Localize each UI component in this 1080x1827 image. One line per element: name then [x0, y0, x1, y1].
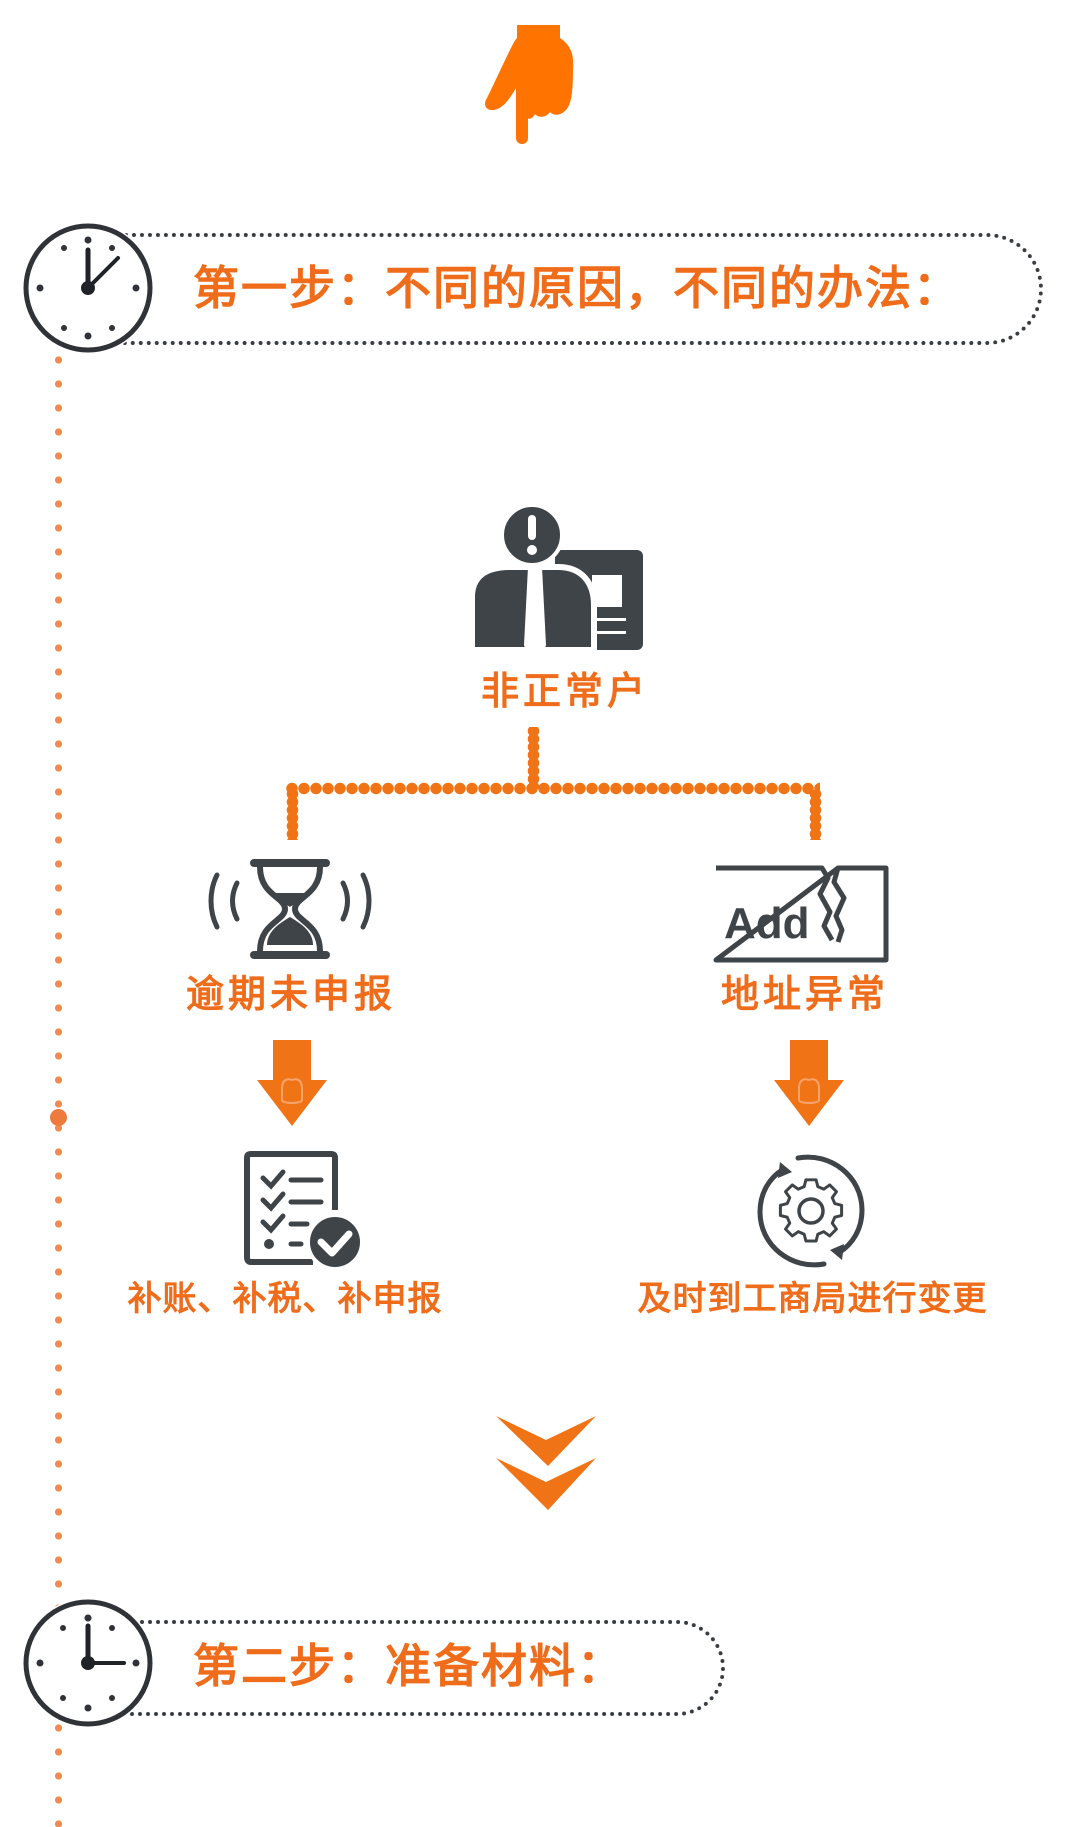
- branch-left-label: 逾期未申报: [185, 972, 396, 1016]
- pointing-down-hand-icon: [485, 25, 574, 144]
- connector-horizontal: [286, 782, 820, 795]
- branch-right-result: 及时到工商局进行变更: [637, 1279, 988, 1319]
- arrow-down-icon: [774, 1040, 844, 1126]
- hourglass-icon: [208, 859, 372, 959]
- clock-icon: [22, 1598, 154, 1728]
- timeline-marker-dot: [50, 1109, 67, 1126]
- step2-title: 第二步：准备材料：: [193, 1639, 625, 1693]
- gear-refresh-icon: [757, 1154, 865, 1268]
- branch-right-label: 地址异常: [720, 972, 889, 1016]
- step2-banner: [118, 1620, 725, 1716]
- clock-icon: [22, 222, 154, 354]
- connector-right-drop: [809, 790, 822, 840]
- connector-left-drop: [286, 790, 299, 840]
- broken-address-card-icon: Add: [713, 865, 889, 963]
- connector-root-vertical: [527, 727, 540, 789]
- branch-left-result: 补账、补税、补申报: [127, 1279, 443, 1319]
- timeline-dotted-line: [55, 348, 62, 1827]
- arrow-down-icon: [257, 1040, 327, 1126]
- root-node-label: 非正常户: [480, 669, 649, 713]
- checklist-icon: [244, 1151, 364, 1271]
- double-chevron-down-icon: [496, 1416, 596, 1510]
- step1-title: 第一步：不同的原因，不同的办法：: [193, 261, 961, 315]
- svg-text:Add: Add: [724, 899, 810, 948]
- abnormal-user-icon: [470, 505, 643, 653]
- step1-banner: [118, 233, 1043, 345]
